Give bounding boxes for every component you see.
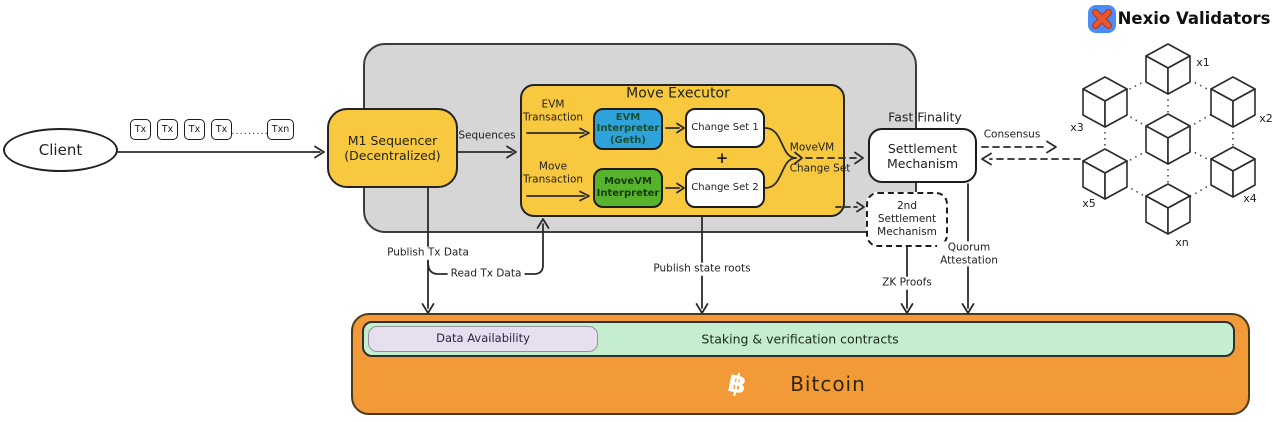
validator-cube-x1 — [1145, 43, 1191, 95]
validator-network: x1 x2 x3 x4 x5 xn — [1070, 43, 1273, 249]
consensus-label: Consensus — [983, 128, 1041, 141]
client-node: Client — [3, 128, 118, 172]
quorum-attestation-label: Quorum Attestation — [937, 241, 1001, 267]
movevm-interpreter-line2: Interpreter — [596, 188, 660, 199]
txn-box: Txn — [267, 119, 294, 140]
consensus-arrow-left — [981, 152, 1081, 166]
validator-cube-x4 — [1210, 146, 1256, 198]
move-executor-title: Move Executor — [626, 85, 730, 102]
validator-cube-x2 — [1210, 76, 1256, 128]
change-set-2-label: Change Set 2 — [691, 182, 759, 193]
validator-label-xn: xn — [1175, 236, 1189, 249]
validator-mesh-links — [1104, 68, 1234, 210]
movevm-interpreter-node: MoveVM Interpreter — [593, 168, 663, 208]
nexio-validators-title: Nexio Validators — [1117, 9, 1271, 29]
validator-cube-x3 — [1082, 76, 1128, 128]
validator-cube-x5 — [1082, 148, 1128, 200]
consensus-arrow-right — [981, 140, 1057, 154]
tx-label: Tx — [161, 123, 174, 135]
validator-label-x1: x1 — [1196, 56, 1210, 69]
evm-interpreter-line2: Interpreter — [596, 123, 660, 135]
nexio-logo-icon — [1088, 5, 1116, 33]
tx-box-3: Tx — [184, 119, 205, 140]
move-transaction-line2: Transaction — [522, 173, 584, 185]
nexio-x-glyph — [1092, 9, 1112, 29]
txn-label: Txn — [271, 123, 290, 135]
validator-label-x3: x3 — [1070, 121, 1084, 134]
change-set-1-node: Change Set 1 — [685, 108, 765, 148]
move-transaction-label: Move Transaction — [523, 160, 583, 185]
tx-label: Tx — [188, 123, 201, 135]
fast-finality-label: Fast Finality — [888, 109, 962, 125]
second-settlement-mechanism-node: 2nd Settlement Mechanism — [866, 192, 948, 247]
evm-transaction-line2: Transaction — [522, 111, 584, 123]
evm-interpreter-node: EVM Interpreter (Geth) — [593, 108, 663, 150]
evm-interpreter-line3: (Geth) — [609, 134, 646, 146]
data-availability-box: Data Availability — [368, 326, 598, 352]
settlement-mechanism-node: Settlement Mechanism — [868, 128, 977, 183]
evm-transaction-label: EVM Transaction — [523, 98, 583, 123]
validator-cube-xn — [1145, 183, 1191, 235]
plus-sign: + — [715, 149, 729, 167]
movevm-changeset-label-top: MoveVM — [789, 141, 835, 154]
validator-cube-center — [1145, 113, 1191, 165]
validator-label-x2: x2 — [1259, 112, 1273, 125]
settlement-line1: Settlement — [887, 140, 958, 156]
tx-label: Tx — [134, 123, 147, 135]
validator-label-x5: x5 — [1082, 197, 1096, 210]
second-settlement-line1: 2nd — [896, 199, 917, 212]
client-to-sequencer-arrow — [117, 145, 325, 159]
movevm-changeset-label-bottom: Change Set — [789, 162, 851, 175]
staking-label: Staking & verification contracts — [701, 331, 899, 347]
tx-box-4: Tx — [211, 119, 232, 140]
data-availability-label: Data Availability — [436, 331, 530, 346]
evm-interpreter-line1: EVM — [615, 111, 641, 123]
quorum-line2: Attestation — [940, 254, 998, 266]
tx-box-1: Tx — [130, 119, 151, 140]
change-set-1-label: Change Set 1 — [691, 122, 759, 133]
quorum-line1: Quorum — [947, 241, 991, 254]
tx-label: Tx — [215, 123, 228, 135]
publish-state-roots-label: Publish state roots — [650, 262, 754, 276]
movevm-interpreter-line1: MoveVM — [604, 176, 652, 187]
move-transaction-line1: Move — [538, 160, 568, 173]
sequences-label: Sequences — [458, 129, 516, 142]
validator-label-x4: x4 — [1243, 192, 1257, 205]
zk-proofs-label: ZK Proofs — [879, 276, 935, 290]
second-settlement-line3: Mechanism — [877, 226, 937, 239]
m1-sequencer-line1: M1 Sequencer — [347, 133, 438, 148]
second-settlement-line2: Settlement — [877, 212, 937, 225]
change-set-2-node: Change Set 2 — [685, 168, 765, 208]
m1-sequencer-node: M1 Sequencer (Decentralized) — [327, 108, 458, 188]
client-label: Client — [38, 141, 83, 159]
tx-box-2: Tx — [157, 119, 178, 140]
read-tx-data-label: Read Tx Data — [447, 267, 525, 281]
evm-transaction-line1: EVM — [541, 98, 565, 111]
publish-tx-data-label: Publish Tx Data — [384, 246, 472, 260]
validator-cube-labels: x1 x2 x3 x4 x5 xn — [1070, 56, 1273, 249]
settlement-line2: Mechanism — [886, 155, 958, 171]
tx-dots: ......... — [231, 126, 269, 137]
m1-sequencer-line2: (Decentralized) — [344, 148, 441, 163]
bitcoin-label: Bitcoin — [790, 372, 866, 396]
